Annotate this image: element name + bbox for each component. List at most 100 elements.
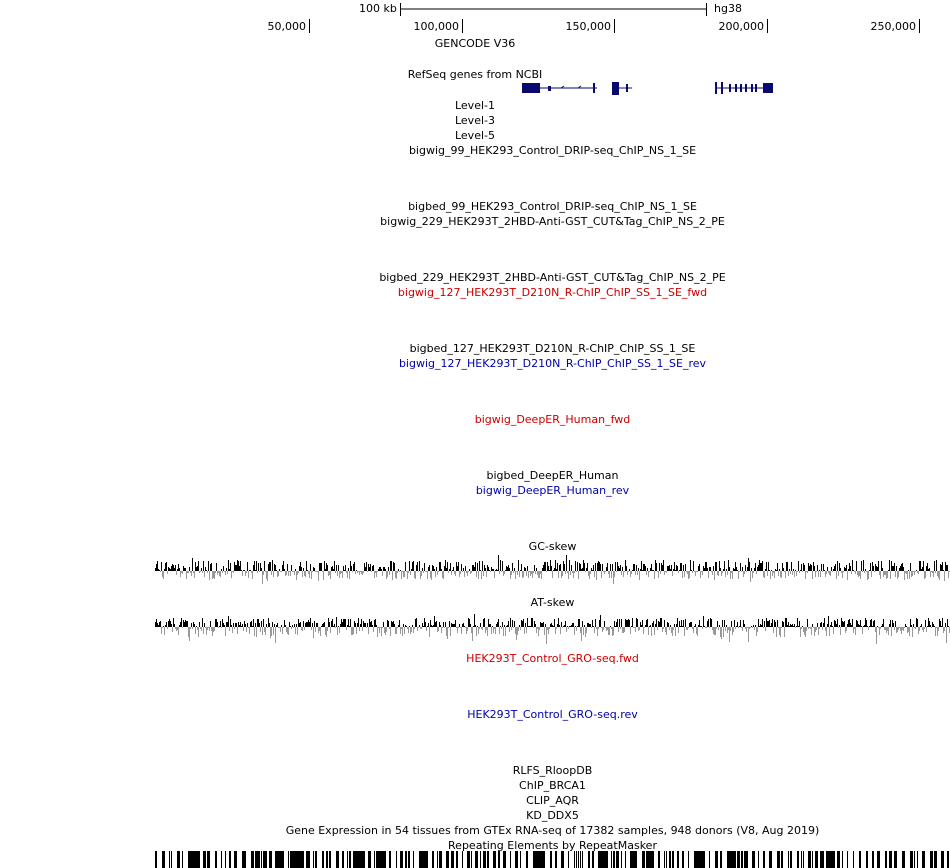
repeat-block — [155, 851, 157, 868]
wiggle-bar — [319, 563, 320, 571]
wiggle-bar — [209, 627, 210, 631]
wiggle-bar — [819, 570, 820, 571]
base-position-ruler[interactable]: 100 kb hg38 50,000 100,000 150,000 200,0… — [0, 0, 950, 60]
track-title-bigbed-99[interactable]: bigbed_99_HEK293_Control_DRIP-seq_ChIP_N… — [408, 200, 697, 213]
track-title-deeper-fwd[interactable]: bigwig_DeepER_Human_fwd — [474, 413, 631, 426]
wiggle-bar — [250, 622, 251, 627]
wiggle-bar — [235, 565, 236, 571]
wiggle-bar — [712, 571, 713, 575]
wiggle-bar — [899, 627, 900, 628]
wiggle-bar — [176, 571, 177, 575]
track-title-level-5[interactable]: Level-5 — [454, 129, 495, 142]
wiggle-bar — [614, 571, 615, 577]
wiggle-bar — [842, 571, 843, 578]
wiggle-bar — [484, 565, 485, 571]
wiggle-bar — [788, 622, 789, 627]
wiggle-bar — [867, 571, 868, 580]
wiggle-bar — [155, 568, 156, 571]
refseq-gene-models[interactable] — [0, 78, 950, 100]
wiggle-bar — [189, 567, 190, 571]
wiggle-bar — [782, 563, 783, 571]
wiggle-bar — [875, 564, 876, 571]
wiggle-bar — [718, 571, 719, 576]
wiggle-bar — [563, 561, 564, 571]
wiggle-bar — [628, 619, 629, 627]
wiggle-bar — [172, 564, 173, 571]
wiggle-bar — [333, 626, 334, 627]
wiggle-bar — [817, 565, 818, 571]
wiggle-bar — [476, 571, 477, 577]
track-title-kd-ddx5[interactable]: KD_DDX5 — [526, 809, 579, 822]
wiggle-bar — [829, 571, 830, 575]
track-title-repeatmasker[interactable]: Repeating Elements by RepeatMasker — [448, 839, 657, 852]
track-title-level-3[interactable]: Level-3 — [454, 114, 495, 127]
wiggle-bar — [913, 624, 914, 627]
wiggle-bar — [382, 571, 383, 576]
wiggle-bar — [821, 622, 822, 627]
wiggle-bar — [535, 571, 536, 574]
track-title-deeper-bed[interactable]: bigbed_DeepER_Human — [486, 469, 619, 482]
track-title-bigwig-127-rev[interactable]: bigwig_127_HEK293T_D210N_R-ChIP_ChIP_SS_… — [398, 357, 707, 370]
track-title-gtex[interactable]: Gene Expression in 54 tissues from GTEx … — [285, 824, 820, 837]
wiggle-bar — [200, 627, 201, 629]
wiggle-bar — [300, 562, 301, 571]
wiggle-bar — [699, 564, 700, 571]
wiggle-bar — [297, 571, 298, 575]
wiggle-bar — [684, 627, 685, 636]
wiggle-bar — [272, 622, 273, 627]
wiggle-bar — [198, 627, 199, 637]
wiggle-bar — [438, 627, 439, 631]
wiggle-bar — [273, 571, 274, 577]
wiggle-bar — [756, 627, 757, 636]
track-title-at-skew[interactable]: AT-skew — [530, 596, 575, 609]
track-title-deeper-rev[interactable]: bigwig_DeepER_Human_rev — [475, 484, 630, 497]
wiggle-bar — [605, 627, 606, 628]
wiggle-bar — [455, 571, 456, 576]
track-title-gencode[interactable]: GENCODE V36 — [434, 37, 516, 50]
track-title-chip-brca1[interactable]: ChIP_BRCA1 — [519, 779, 586, 792]
wiggle-bar — [747, 567, 748, 571]
track-title-gc-skew[interactable]: GC-skew — [528, 540, 577, 553]
repeat-block — [503, 851, 506, 868]
wiggle-bar — [866, 571, 867, 572]
wiggle-bar — [574, 627, 575, 635]
track-title-bigwig-99[interactable]: bigwig_99_HEK293_Control_DRIP-seq_ChIP_N… — [408, 144, 697, 157]
track-title-bigwig-229[interactable]: bigwig_229_HEK293T_2HBD-Anti-GST_CUT&Tag… — [380, 215, 725, 228]
at-skew-wiggle[interactable] — [155, 607, 950, 649]
wiggle-bar — [413, 561, 414, 571]
track-title-bigwig-127-fwd[interactable]: bigwig_127_HEK293T_D210N_R-ChIP_ChIP_SS_… — [397, 286, 708, 299]
wiggle-bar — [427, 626, 428, 627]
wiggle-bar — [714, 627, 715, 635]
wiggle-bar — [894, 563, 895, 571]
wiggle-bar — [268, 564, 269, 571]
wiggle-bar — [646, 571, 647, 575]
wiggle-bar — [901, 627, 902, 634]
wiggle-bar — [826, 571, 827, 574]
track-title-bigbed-229[interactable]: bigbed_229_HEK293T_2HBD-Anti-GST_CUT&Tag… — [379, 271, 726, 284]
wiggle-bar — [542, 623, 543, 627]
wiggle-bar — [581, 569, 582, 571]
track-title-gro-rev[interactable]: HEK293T_Control_GRO-seq.rev — [467, 708, 638, 721]
gc-skew-wiggle[interactable] — [155, 551, 950, 591]
track-title-gro-fwd[interactable]: HEK293T_Control_GRO-seq.fwd — [466, 652, 639, 665]
wiggle-bar — [199, 622, 200, 627]
wiggle-bar — [425, 622, 426, 627]
repeat-block — [837, 851, 840, 868]
repeat-block — [313, 851, 314, 868]
wiggle-bar — [839, 625, 840, 627]
wiggle-bar — [625, 560, 626, 571]
wiggle-bar — [688, 571, 689, 579]
wiggle-bar — [331, 567, 332, 571]
wiggle-bar — [639, 627, 640, 630]
track-title-refseq[interactable]: RefSeq genes from NCBI — [407, 68, 543, 81]
track-title-level-1[interactable]: Level-1 — [454, 99, 495, 112]
repeatmasker-blocks[interactable] — [155, 851, 950, 868]
track-title-rlfs[interactable]: RLFS_RloopDB — [512, 764, 593, 777]
wiggle-bar — [375, 619, 376, 627]
wiggle-bar — [612, 627, 613, 636]
track-title-bigbed-127[interactable]: bigbed_127_HEK293T_D210N_R-ChIP_ChIP_SS_… — [409, 342, 696, 355]
wiggle-bar — [267, 627, 268, 628]
track-title-clip-aqr[interactable]: CLIP_AQR — [526, 794, 579, 807]
wiggle-bar — [594, 571, 595, 577]
wiggle-bar — [653, 570, 654, 571]
